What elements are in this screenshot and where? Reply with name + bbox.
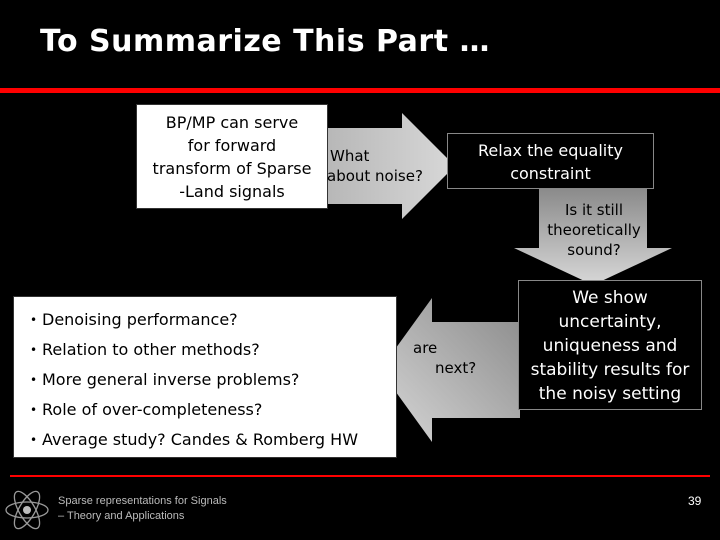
question-text: More general inverse problems? xyxy=(42,370,300,389)
bullet-icon: • xyxy=(30,433,38,447)
we-show-line: uncertainty, xyxy=(558,312,662,332)
question-text: Role of over-completeness? xyxy=(42,400,263,419)
still-sound-line: Is it still xyxy=(564,201,624,219)
question-item: • Denoising performance? xyxy=(30,305,396,335)
relax-line: constraint xyxy=(510,164,591,183)
relax-box: Relax the equality constraint xyxy=(447,133,654,189)
arrow-label-are: are xyxy=(413,339,438,357)
questions-box: • Denoising performance? • Relation to oth… xyxy=(13,296,397,458)
we-show-line: We show xyxy=(572,288,648,308)
question-item: • More general inverse problems? xyxy=(30,365,396,395)
bp-mp-line: -Land signals xyxy=(179,182,285,201)
question-text: Average study? Candes & Romberg HW xyxy=(42,430,359,449)
arrow-label-still-sound: Is it still theoretically sound? xyxy=(540,200,648,260)
arrow-label-about-noise: about noise? xyxy=(327,167,423,185)
arrow-label-what: What xyxy=(330,147,370,165)
footer-line: Sparse representations for Signals xyxy=(58,495,227,507)
bp-mp-line: transform of Sparse xyxy=(152,159,312,178)
bp-mp-line: BP/MP can serve xyxy=(165,113,299,132)
arrow-label-next: next? xyxy=(435,359,477,377)
slide-title: To Summarize This Part … xyxy=(40,24,491,59)
question-item: • Average study? Candes & Romberg HW xyxy=(30,425,396,455)
we-show-box: We show uncertainty, uniqueness and stab… xyxy=(518,280,702,410)
we-show-line: stability results for xyxy=(530,360,690,380)
bullet-icon: • xyxy=(30,343,38,357)
we-show-line: uniqueness and xyxy=(542,336,678,356)
we-show-line: the noisy setting xyxy=(538,384,682,404)
bullet-icon: • xyxy=(30,403,38,417)
arrow-left xyxy=(380,298,520,442)
page-number: 39 xyxy=(688,494,702,508)
question-text: Denoising performance? xyxy=(42,310,238,329)
still-sound-line: sound? xyxy=(567,241,621,259)
still-sound-line: theoretically xyxy=(547,221,641,239)
question-text: Relation to other methods? xyxy=(42,340,260,359)
footer-divider xyxy=(10,475,710,477)
footer-line: – Theory and Applications xyxy=(58,510,185,522)
title-divider xyxy=(0,88,720,93)
arrow-down xyxy=(514,188,672,285)
bp-mp-line: for forward xyxy=(187,136,277,155)
bullet-icon: • xyxy=(30,313,38,327)
footer-course-title: Sparse representations for Signals – The… xyxy=(58,494,227,524)
relax-line: Relax the equality xyxy=(478,141,623,160)
bp-mp-box: BP/MP can serve for forward transform of… xyxy=(136,104,328,209)
bullet-icon: • xyxy=(30,373,38,387)
question-item: • Role of over-completeness? xyxy=(30,395,396,425)
question-item: • Relation to other methods? xyxy=(30,335,396,365)
atom-logo-icon xyxy=(5,490,49,530)
